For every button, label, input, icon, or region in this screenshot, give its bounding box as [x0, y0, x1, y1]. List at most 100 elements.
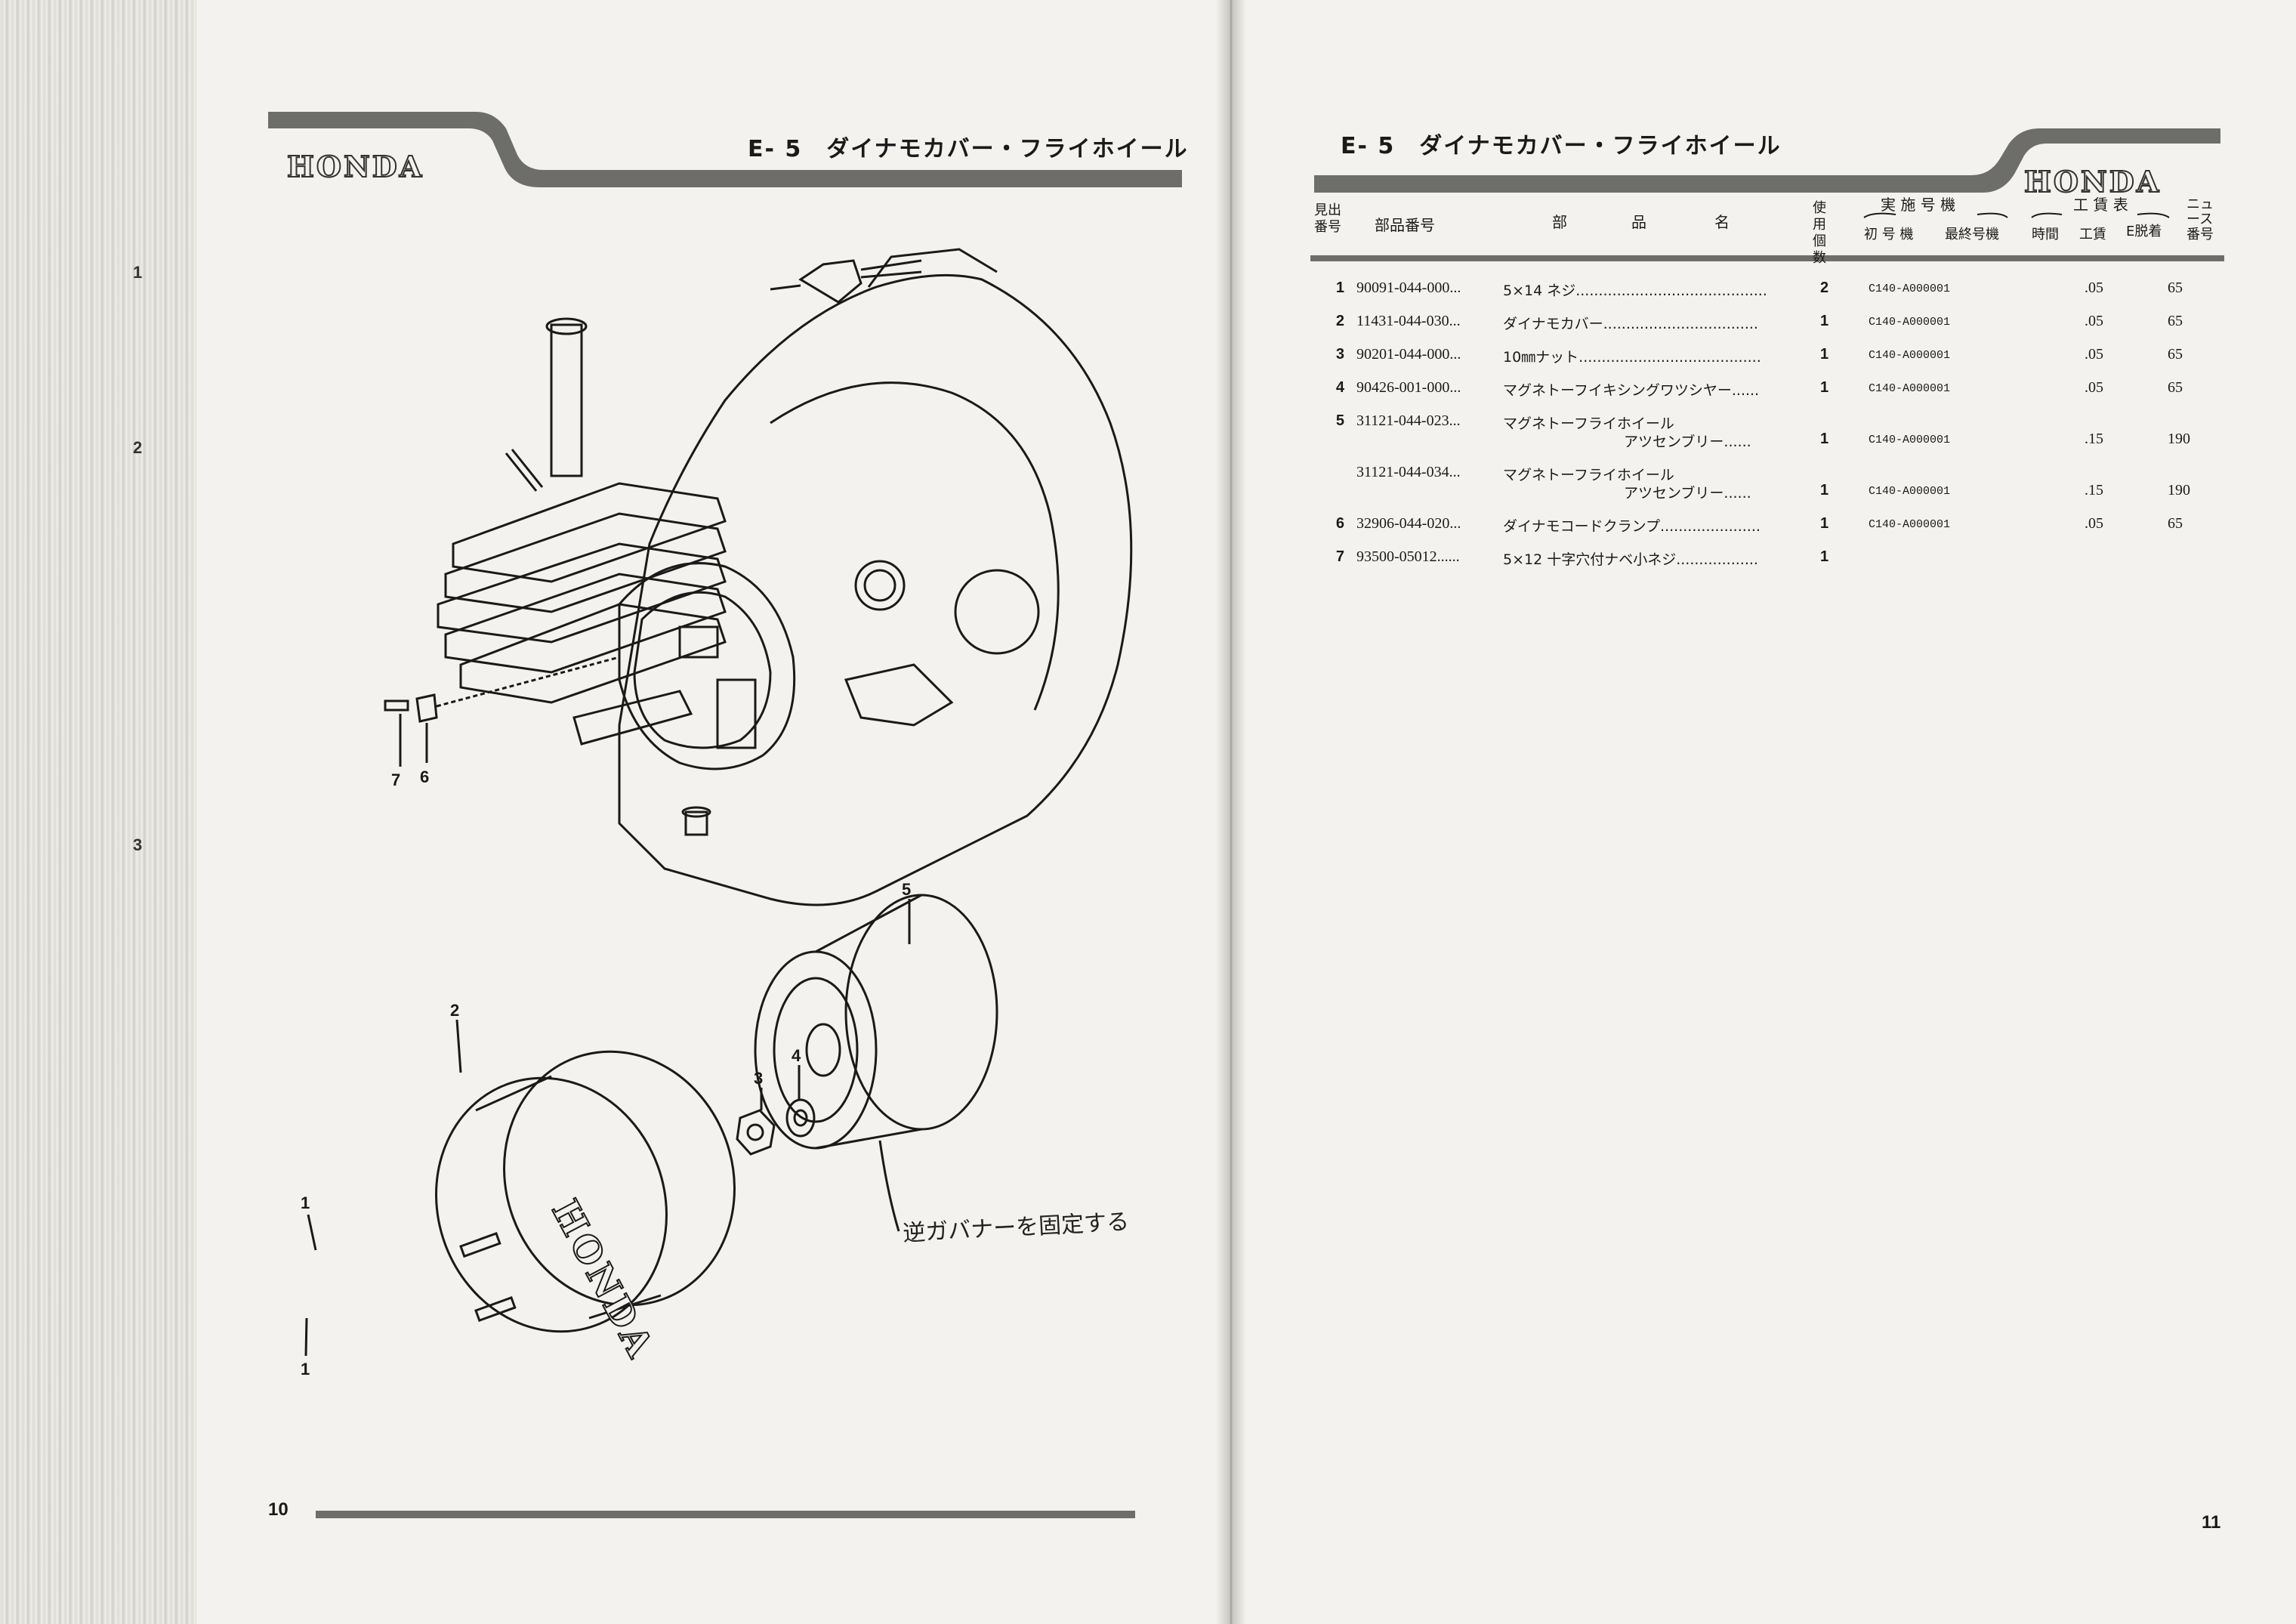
cell-part-name-continued: アツセンブリー......: [1624, 485, 1751, 502]
cell-part-number: 90201-044-000...: [1356, 346, 1461, 363]
cell-time: .05: [2085, 379, 2103, 396]
cell-first-frame: C140-A000001: [1869, 283, 1951, 295]
callout-5: 5: [902, 880, 911, 899]
table-row: 31121-044-034... マグネトーフライホイール アツセンブリー...…: [1322, 464, 2266, 514]
cell-first-frame: C140-A000001: [1869, 349, 1951, 362]
cable-boss: [798, 259, 863, 304]
header-band: [268, 112, 1182, 187]
cell-time: .05: [2085, 515, 2103, 532]
drain-bolt: [684, 810, 708, 836]
table-row: 5 31121-044-023... マグネトーフライホイール アツセンブリー.…: [1322, 412, 2266, 462]
table-row: 6 32906-044-020... ダイナモコードクランプ..........…: [1322, 515, 2266, 548]
table-row: 3 90201-044-000... 10㎜ナット...............…: [1322, 346, 2266, 379]
cover-screws: [459, 1231, 517, 1323]
cell-part-name: ダイナモコードクランプ......................: [1503, 518, 1761, 535]
header-labor-cost: 工賃: [2079, 227, 2106, 242]
edge-tab-number: 2: [133, 438, 143, 457]
cell-part-name: マグネトーフイキシングワツシヤー......: [1503, 382, 1760, 399]
cell-time: .05: [2085, 313, 2103, 329]
header-band: [1310, 128, 2224, 261]
callout-6: 6: [420, 767, 429, 786]
honda-brand: HONDA: [2023, 164, 2162, 199]
cell-part-name: マグネトーフライホイール: [1503, 467, 1674, 483]
clamp-screw: [384, 699, 409, 712]
cell-part-number: 32906-044-020...: [1356, 515, 1461, 532]
cell-index: 4: [1335, 379, 1344, 396]
edge-tab-number: 3: [133, 835, 143, 854]
cell-labor-cost: 65: [2168, 346, 2183, 363]
cell-time: .15: [2085, 431, 2103, 447]
cell-labor-cost: 190: [2168, 431, 2190, 447]
cell-quantity: 1: [1820, 515, 1829, 532]
header-part-name: 品: [1631, 213, 1646, 231]
cell-time: .05: [2085, 279, 2103, 296]
cord-clamp: [415, 693, 438, 723]
table-row: 4 90426-001-000... マグネトーフイキシングワツシヤー.....…: [1322, 379, 2266, 412]
header-labor-table: 工 賃 表: [2073, 196, 2128, 214]
cell-quantity: 1: [1820, 482, 1829, 499]
callout-3: 3: [754, 1069, 763, 1088]
cell-part-number: 31121-044-023...: [1356, 412, 1461, 429]
edge-tab-number: 1: [133, 263, 143, 282]
cell-quantity: 1: [1820, 313, 1829, 329]
cell-part-number: 90091-044-000...: [1356, 279, 1461, 296]
cell-labor-cost: 65: [2168, 313, 2183, 329]
header-last-frame: 最終号機: [1945, 227, 1999, 242]
cell-labor-cost: 65: [2168, 279, 2183, 296]
section-title: E- 5 ダイナモカバー・フライホイール: [1341, 133, 1782, 159]
nut: [736, 1109, 776, 1156]
header-quantity: 使用 個数: [1813, 200, 1826, 266]
header-brackets: [1863, 212, 2170, 218]
header-part-number: 部品番号: [1375, 216, 1435, 234]
cell-part-name-continued: アツセンブリー......: [1624, 434, 1751, 450]
contact-breaker: [716, 678, 757, 749]
header-news-number: ニュ: [2186, 196, 2214, 212]
cell-part-number: 90426-001-000...: [1356, 379, 1461, 396]
callout-4: 4: [792, 1046, 801, 1065]
stator-plate: [618, 562, 796, 770]
callout-1: 1: [301, 1193, 310, 1212]
dynamo-cover: [435, 1050, 736, 1333]
page-number: 10: [268, 1499, 289, 1520]
cylinder-tube: [550, 323, 583, 477]
cell-index: 7: [1335, 548, 1344, 565]
cell-first-frame: C140-A000001: [1869, 316, 1951, 329]
cell-index: 3: [1335, 346, 1344, 363]
cell-first-frame: C140-A000001: [1869, 434, 1951, 446]
cell-labor-cost: 65: [2168, 379, 2183, 396]
page-number: 11: [2202, 1512, 2221, 1533]
left-page: HONDA E- 5 ダイナモカバー・フライホイール: [196, 0, 1216, 1624]
crankshaft: [572, 690, 693, 746]
header-implementation-frame: 実 施 号 機: [1881, 196, 1956, 214]
cell-part-number: 31121-044-034...: [1356, 464, 1461, 480]
cell-quantity: 1: [1820, 346, 1829, 363]
washer: [785, 1098, 816, 1138]
cell-quantity: 1: [1820, 379, 1829, 396]
header-index: 見出 番号: [1314, 202, 1341, 235]
header-part-name: 部: [1552, 213, 1567, 231]
cell-index: 2: [1335, 313, 1344, 329]
table-row: 2 11431-044-030... ダイナモカバー..............…: [1322, 313, 2266, 346]
spark-plug: [505, 452, 538, 492]
cell-index: 6: [1335, 515, 1344, 532]
cell-time: .15: [2085, 482, 2103, 499]
table-row: 1 90091-044-000... 5×14 ネジ..............…: [1322, 279, 2266, 313]
cell-part-name: ダイナモカバー.................................…: [1503, 316, 1758, 332]
section-title: E- 5 ダイナモカバー・フライホイール: [748, 136, 1189, 162]
cell-quantity: 1: [1820, 548, 1829, 565]
cell-time: .05: [2085, 346, 2103, 363]
crankcase: [618, 273, 1133, 906]
callout-7: 7: [391, 770, 400, 789]
cell-part-name: マグネトーフライホイール: [1503, 415, 1674, 432]
cell-labor-cost: 190: [2168, 482, 2190, 499]
cell-first-frame: C140-A000001: [1869, 518, 1951, 531]
cell-first-frame: C140-A000001: [1869, 382, 1951, 395]
header-part-name: 名: [1714, 213, 1730, 231]
footer-rule: [316, 1511, 1135, 1518]
cylinder-fins: [437, 482, 727, 704]
cell-part-name: 5×14 ネジ.................................…: [1503, 283, 1767, 299]
header-e-removal: E脱着: [2126, 224, 2162, 239]
cell-part-name: 10㎜ナット..................................…: [1503, 349, 1761, 366]
cover-embossed-brand: HONDA: [543, 1193, 662, 1366]
